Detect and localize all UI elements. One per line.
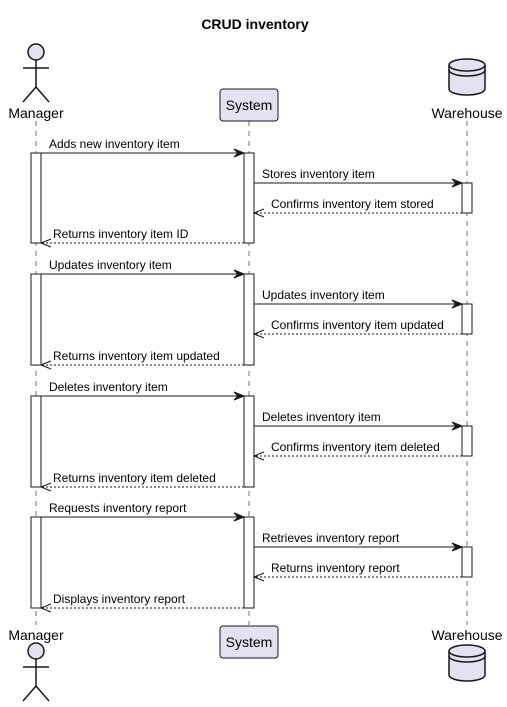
activation-bar-warehouse <box>461 182 473 214</box>
message-label: Adds new inventory item <box>49 137 180 151</box>
arrowhead-open-icon <box>39 482 52 492</box>
arrowhead-open-icon <box>252 572 265 582</box>
message-label: Deletes inventory item <box>49 380 168 394</box>
activation-bar-manager <box>30 395 42 488</box>
arrowhead-filled-icon <box>451 299 464 309</box>
message-label: Returns inventory report <box>271 561 400 575</box>
activation-bar-warehouse <box>461 546 473 578</box>
message-label: Displays inventory report <box>53 592 186 606</box>
message-1: Adds new inventory item <box>41 137 246 158</box>
actor-stick-figure-icon <box>22 642 50 702</box>
message-label: Stores inventory item <box>262 167 375 181</box>
participant-box-system-top <box>219 88 279 122</box>
message-12: Returns inventory item deleted <box>39 471 244 492</box>
participant-label-system-bottom: System <box>226 634 273 650</box>
arrowhead-filled-icon <box>233 269 246 279</box>
message-4: Returns inventory item ID <box>39 227 244 248</box>
activation-bar-manager <box>30 516 42 609</box>
message-15: Returns inventory report <box>252 561 462 582</box>
message-3: Confirms inventory item stored <box>252 197 462 218</box>
activation-bar-manager <box>30 152 42 244</box>
message-label: Updates inventory item <box>262 288 385 302</box>
arrowhead-open-icon <box>39 603 52 613</box>
message-8: Returns inventory item updated <box>39 349 244 370</box>
message-label: Confirms inventory item stored <box>271 197 434 211</box>
message-label: Returns inventory item updated <box>53 349 220 363</box>
arrowhead-filled-icon <box>233 148 246 158</box>
arrowhead-open-icon <box>252 208 265 218</box>
activation-bar-manager <box>30 273 42 366</box>
participant-label-warehouse-bottom: Warehouse <box>431 627 502 643</box>
arrowhead-filled-icon <box>451 178 464 188</box>
actor-stick-figure-icon <box>22 43 50 103</box>
message-13: Requests inventory report <box>41 501 246 522</box>
activation-bar-system <box>243 273 255 366</box>
arrowhead-filled-icon <box>451 542 464 552</box>
activation-bar-system <box>243 516 255 609</box>
activation-bar-system <box>243 152 255 244</box>
arrowhead-filled-icon <box>233 391 246 401</box>
message-2: Stores inventory item <box>254 167 464 188</box>
message-16: Displays inventory report <box>39 592 244 613</box>
message-9: Deletes inventory item <box>41 380 246 401</box>
message-label: Returns inventory item ID <box>53 227 189 241</box>
activation-bar-warehouse <box>461 425 473 457</box>
participant-label-system-top: System <box>226 97 273 113</box>
message-10: Deletes inventory item <box>254 410 464 431</box>
message-label: Retrieves inventory report <box>262 531 400 545</box>
message-label: Updates inventory item <box>49 258 172 272</box>
participant-heads: ManagerManagerSystemSystemWarehouseWareh… <box>8 43 503 702</box>
activation-bar-system <box>243 395 255 488</box>
diagram-title: CRUD inventory <box>201 16 309 32</box>
message-6: Updates inventory item <box>254 288 464 309</box>
activation-bar-warehouse <box>461 303 473 335</box>
message-label: Returns inventory item deleted <box>53 471 216 485</box>
participant-box-system-bottom <box>219 625 279 659</box>
message-14: Retrieves inventory report <box>254 531 464 552</box>
arrowhead-filled-icon <box>451 421 464 431</box>
activation-bars <box>30 152 473 609</box>
participant-label-warehouse-top: Warehouse <box>431 105 502 121</box>
arrowhead-filled-icon <box>233 512 246 522</box>
participant-label-manager-bottom: Manager <box>8 627 64 643</box>
arrowhead-open-icon <box>252 451 265 461</box>
arrowhead-open-icon <box>252 329 265 339</box>
message-label: Confirms inventory item deleted <box>271 440 440 454</box>
participant-label-manager-top: Manager <box>8 105 64 121</box>
database-cylinder-icon <box>448 58 486 96</box>
message-5: Updates inventory item <box>41 258 246 279</box>
message-label: Requests inventory report <box>49 501 187 515</box>
database-cylinder-icon <box>448 644 486 682</box>
message-label: Confirms inventory item updated <box>271 318 444 332</box>
message-7: Confirms inventory item updated <box>252 318 462 339</box>
arrowhead-open-icon <box>39 360 52 370</box>
arrowhead-open-icon <box>39 238 52 248</box>
message-label: Deletes inventory item <box>262 410 381 424</box>
message-11: Confirms inventory item deleted <box>252 440 462 461</box>
